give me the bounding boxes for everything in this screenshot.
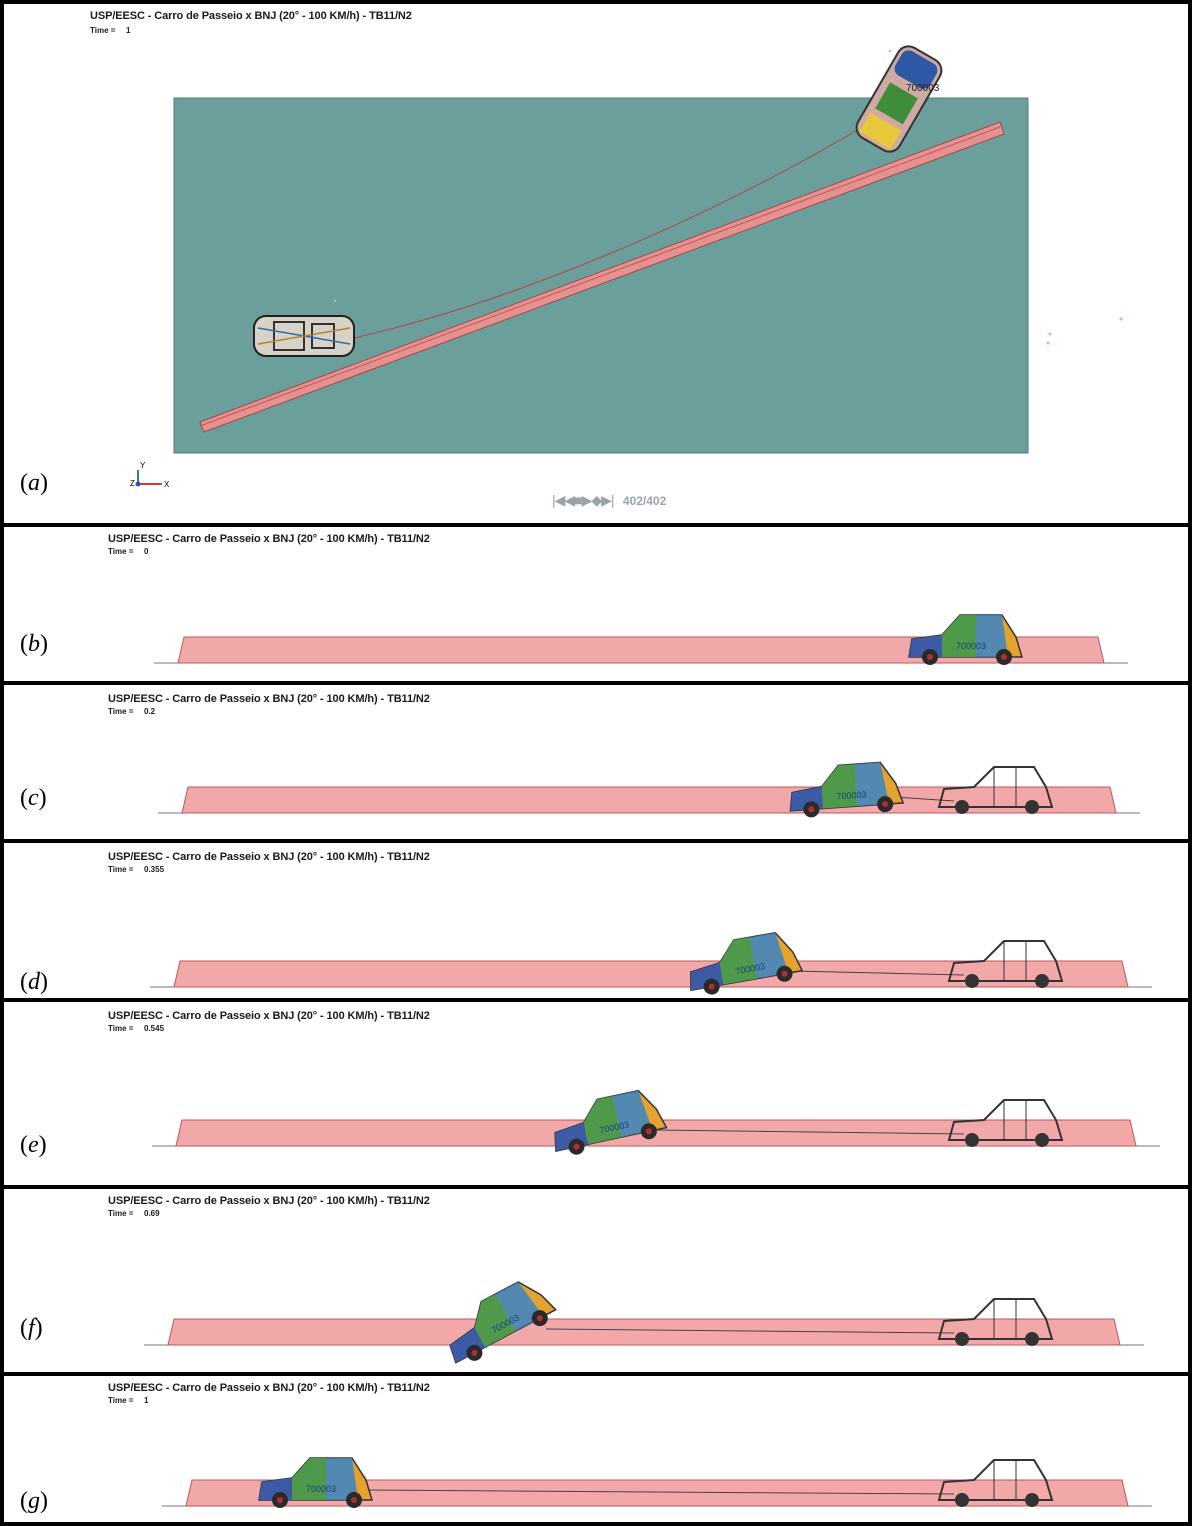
panel-e: USP/EESC - Carro de Passeio x BNJ (20° -… (0, 1002, 1192, 1185)
vehicle-trajectory (353, 113, 885, 339)
barrier-side (181, 786, 1117, 814)
panel-g: USP/EESC - Carro de Passeio x BNJ (20° -… (0, 1376, 1192, 1522)
vehicle-id-label-top: 700003 (906, 83, 940, 94)
vehicle-wireframe (947, 1099, 1064, 1147)
panel-b-time: Time =0 (108, 547, 149, 556)
panel-f-title: USP/EESC - Carro de Passeio x BNJ (20° -… (108, 1195, 430, 1207)
panel-f-label: (f) (20, 1315, 43, 1341)
vehicle-trajectory (655, 1129, 965, 1135)
panel-a-time: Time =1 (90, 26, 131, 35)
barrier-side (185, 1479, 1129, 1507)
svg-text:X: X (164, 480, 170, 489)
top-view-scene: 700003 Y X Z (130, 45, 1123, 489)
panel-c-time: Time =0.2 (108, 707, 156, 716)
side-view-scene: 700003 (162, 1457, 1152, 1508)
vehicle-trajectory (893, 796, 955, 802)
vehicle-colored: 700003 (908, 614, 1024, 665)
barrier-side (177, 636, 1105, 664)
panel-f-time: Time =0.69 (108, 1209, 160, 1218)
panel-a-title: USP/EESC - Carro de Passeio x BNJ (20° -… (90, 10, 412, 22)
debris-dots (333, 49, 1123, 345)
svg-text:Y: Y (140, 461, 146, 470)
panel-b-title: USP/EESC - Carro de Passeio x BNJ (20° -… (108, 533, 430, 545)
side-view-scene: 700003 (144, 1281, 1144, 1364)
vehicle-id-label: 700003 (956, 641, 986, 651)
vehicle-colored: 700003 (258, 1457, 374, 1508)
svg-text:Z: Z (130, 479, 135, 488)
panel-d-title: USP/EESC - Carro de Passeio x BNJ (20° -… (108, 851, 430, 863)
panel-a-label: (a) (20, 470, 48, 496)
axis-triad-icon: Y X Z (130, 461, 170, 489)
side-view-scene: 700003 (152, 1089, 1160, 1155)
vehicle-final (855, 45, 943, 153)
panel-e-label: (e) (20, 1132, 47, 1158)
side-view-scene: 700003 (150, 931, 1152, 995)
vehicle-initial (253, 315, 355, 357)
panel-d: USP/EESC - Carro de Passeio x BNJ (20° -… (0, 843, 1192, 998)
panel-b: USP/EESC - Carro de Passeio x BNJ (20° -… (0, 527, 1192, 681)
barrier-side (167, 1318, 1121, 1346)
barrier-top (199, 121, 1005, 433)
panel-e-title: USP/EESC - Carro de Passeio x BNJ (20° -… (108, 1010, 430, 1022)
panel-d-label: (d) (20, 969, 48, 995)
frame-counter: 402/402 (622, 494, 667, 508)
vehicle-wireframe (937, 766, 1054, 814)
panel-g-label: (g) (20, 1488, 48, 1514)
side-view-scene: 700003 (158, 761, 1140, 818)
panel-c: USP/EESC - Carro de Passeio x BNJ (20° -… (0, 685, 1192, 839)
side-view-scene: 700003 (154, 614, 1128, 665)
vehicle-trajectory (545, 1328, 955, 1334)
panel-b-label: (b) (20, 631, 48, 657)
vehicle-colored: 700003 (554, 1089, 668, 1155)
panel-c-title: USP/EESC - Carro de Passeio x BNJ (20° -… (108, 693, 430, 705)
playback-controls[interactable]: |◀◀■▶◆▶| 402/402 (552, 492, 666, 509)
vehicle-trajectory (791, 970, 965, 976)
vehicle-wireframe (947, 940, 1064, 988)
panel-f: USP/EESC - Carro de Passeio x BNJ (20° -… (0, 1189, 1192, 1372)
panel-d-time: Time =0.355 (108, 865, 165, 874)
panel-g-title: USP/EESC - Carro de Passeio x BNJ (20° -… (108, 1382, 430, 1394)
panel-g-time: Time =1 (108, 1396, 149, 1405)
barrier-side (173, 960, 1129, 988)
vehicle-wireframe (937, 1298, 1054, 1346)
panel-c-label: (c) (20, 785, 47, 811)
vehicle-colored: 700003 (449, 1281, 557, 1364)
playback-controls-icon[interactable]: |◀◀■▶◆▶| (552, 492, 615, 508)
vehicle-trajectory (363, 1489, 955, 1495)
panel-e-time: Time =0.545 (108, 1024, 165, 1033)
vehicle-colored: 700003 (690, 931, 804, 995)
vehicle-colored: 700003 (789, 761, 905, 818)
vehicle-id-label: 700003 (836, 789, 867, 801)
vehicle-wireframe (937, 1459, 1054, 1507)
panel-a: USP/EESC - Carro de Passeio x BNJ (20° -… (0, 4, 1192, 523)
vehicle-id-label: 700003 (306, 1484, 336, 1494)
